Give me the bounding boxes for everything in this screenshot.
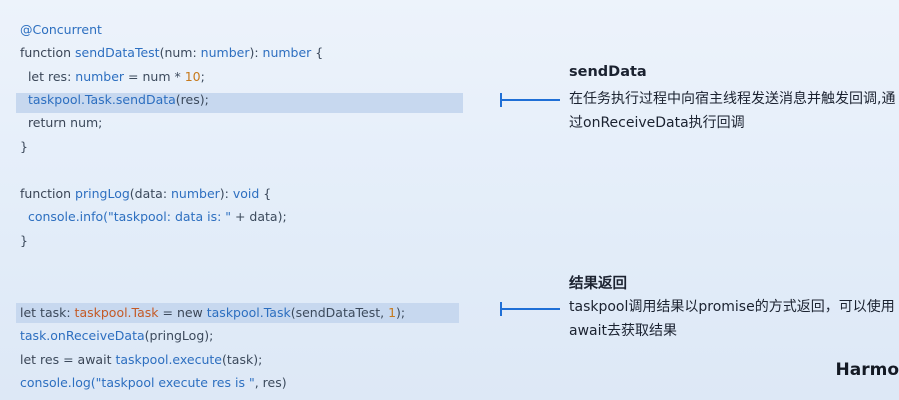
code-token: number [262,45,312,61]
code-token: 10 [184,68,201,84]
code-token: task.onReceiveData [20,328,145,344]
code-token: void [232,186,260,201]
code-token: sendDataTest [75,45,160,61]
code-token: new [176,305,207,320]
code-line: console.info("taskpool: data is: " + dat… [20,207,287,227]
code-token: pringLog [75,186,130,201]
code-token: ); [396,305,406,320]
code-token: { [311,45,324,61]
annotation-title-senddata: sendData [569,64,647,80]
highlight-task-line [16,303,459,323]
code-line: function sendDataTest(num: number): numb… [20,43,323,63]
annotation-title-result: 结果返回 [569,276,627,292]
code-token: num; [70,115,103,131]
brand-logo-text: Harmo [835,360,899,380]
code-line: } [20,137,28,157]
code-token: = [158,305,177,320]
code-token: console.info [20,209,104,225]
code-token: task: [40,305,75,320]
code-token: 1 [388,305,397,320]
connector-line-1 [500,99,560,101]
code-token: ("taskpool execute res is " [90,374,255,390]
code-token: taskpool.Task [74,305,159,320]
code-token: number [171,186,220,201]
code-token: await [77,351,116,367]
code-token: let [20,351,41,367]
code-token: (data: [129,186,171,201]
code-token: + data); [231,209,287,225]
code-line: let task: taskpool.Task = new taskpool.T… [20,303,405,323]
code-token: = num * [124,68,185,84]
code-token: let [20,68,48,84]
code-line: console.log("taskpool execute res is ", … [20,373,287,393]
code-line: return num; [20,113,102,133]
code-token: taskpool.Task [206,305,291,320]
code-line: function pringLog(data: number): void { [20,184,271,204]
code-token: taskpool.execute [115,351,222,367]
code-token: number [200,45,250,61]
code-token: } [20,138,28,154]
code-token: , res) [254,374,287,390]
code-token: res = [40,351,78,367]
code-token: (task); [222,351,263,367]
code-token: @Concurrent [20,22,102,37]
code-token: ("taskpool: data is: " [103,209,232,225]
code-line: let res: number = num * 10; [20,67,205,87]
code-token: { [259,186,272,201]
code-token: (num: [159,45,201,61]
code-token: ): [219,186,233,201]
code-token: } [20,232,28,248]
connector-line-2 [500,308,560,310]
code-token: ): [249,45,263,61]
code-token: let [20,305,41,320]
code-line: task.onReceiveData(pringLog); [20,326,213,346]
annotation-body-result: taskpool调用结果以promise的方式返回，可以使用await去获取结果 [569,299,895,339]
code-token: function [20,45,76,61]
code-line: taskpool.Task.sendData(res); [20,90,209,110]
code-line: @Concurrent [20,20,102,40]
annotation-body-senddata: 在任务执行过程中向宿主线程发送消息并触发回调,通过onReceiveData执行… [569,91,896,131]
code-token: (sendDataTest, [290,305,389,320]
code-token: res: [48,68,76,84]
code-token: return [20,115,71,131]
code-token: (res); [175,91,209,107]
code-line: let res = await taskpool.execute(task); [20,350,262,370]
code-token: function [20,186,76,201]
code-token: ; [200,68,205,84]
code-token: number [75,68,125,84]
code-token: (pringLog); [144,328,214,344]
highlight-senddata-line [16,93,463,113]
code-token: console.log [20,374,91,390]
code-token: taskpool.Task.sendData [20,91,176,107]
code-line: } [20,231,28,251]
